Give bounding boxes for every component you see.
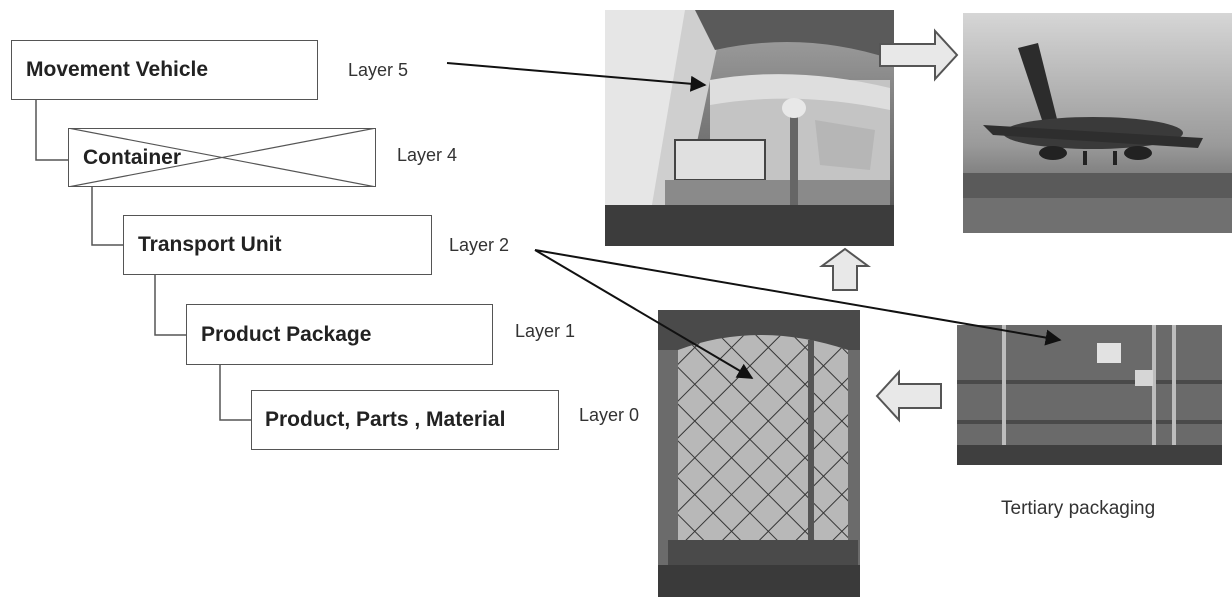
box-label-product-package: Product Package [201, 322, 372, 346]
box-container: Container [68, 128, 376, 187]
layer-label-5: Layer 5 [348, 60, 409, 80]
netted-pallet-photo [658, 310, 860, 597]
layer-label-2: Layer 2 [449, 235, 510, 255]
layer-label-0: Layer 0 [579, 405, 640, 425]
arrow-up-icon [818, 247, 872, 291]
box-label-movement-vehicle: Movement Vehicle [26, 58, 209, 81]
box-label-container: Container [83, 145, 182, 169]
tertiary-packaging-caption: Tertiary packaging [1001, 498, 1156, 519]
box-product-parts-material: Product, Parts , Material [251, 390, 559, 450]
tertiary-crate-photo [957, 325, 1222, 465]
crossed-out-mark [68, 128, 376, 187]
arrow-left-icon [875, 369, 942, 423]
box-product-package: Product Package [186, 304, 493, 365]
box-transport-unit: Transport Unit [123, 215, 432, 275]
layer-label-4: Layer 4 [397, 145, 458, 165]
layer-label-1: Layer 1 [515, 321, 576, 341]
box-movement-vehicle: Movement Vehicle [11, 40, 318, 100]
airplane-photo [963, 13, 1232, 233]
cargo-loading-photo [605, 10, 894, 246]
box-label-transport-unit: Transport Unit [138, 233, 282, 256]
box-label-product-parts-material: Product, Parts , Material [265, 408, 506, 431]
